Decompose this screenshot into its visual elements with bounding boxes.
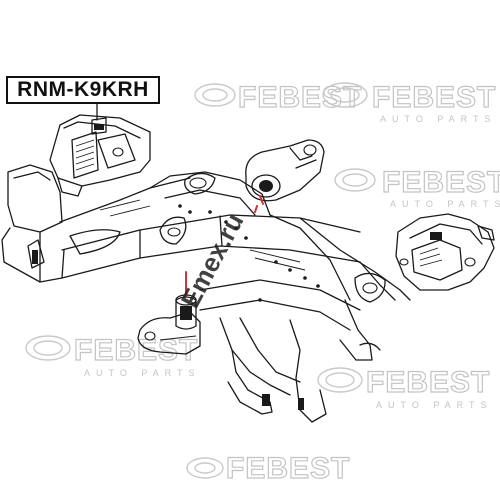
febest-watermark-top-left: FEBEST — [194, 80, 362, 115]
subframe — [1, 164, 411, 423]
watermark-brand: FEBEST — [238, 81, 362, 114]
watermark-brand: FEBEST — [372, 81, 496, 114]
rear-mount-bottom — [137, 294, 201, 355]
watermark-brand: FEBEST — [226, 452, 350, 485]
watermark-tagline: AUTO PARTS — [380, 114, 497, 124]
febest-watermark-middle-right: FEBEST AUTO PARTS — [334, 165, 500, 209]
febest-watermark-top-right: FEBEST AUTO PARTS — [322, 80, 497, 124]
watermark-brand: FEBEST — [74, 334, 198, 367]
watermark-tagline: AUTO PARTS — [376, 400, 493, 410]
transmission-mount-right — [395, 213, 495, 291]
febest-watermark-bottom-center: FEBEST — [186, 451, 350, 486]
watermark-tagline: AUTO PARTS — [390, 199, 500, 209]
watermark-brand: FEBEST — [366, 366, 490, 399]
torque-rod-mount — [245, 139, 325, 202]
febest-watermark-bottom-right: FEBEST AUTO PARTS — [317, 365, 493, 410]
red-indicator-marks — [185, 195, 264, 297]
part-number-label: RNM-K9KRH — [6, 76, 160, 104]
watermark-tagline: AUTO PARTS — [84, 368, 201, 378]
engine-mount-top-left — [49, 103, 151, 197]
watermark-brand: FEBEST — [382, 166, 500, 199]
febest-watermark-bottom-left: FEBEST AUTO PARTS — [25, 333, 201, 378]
